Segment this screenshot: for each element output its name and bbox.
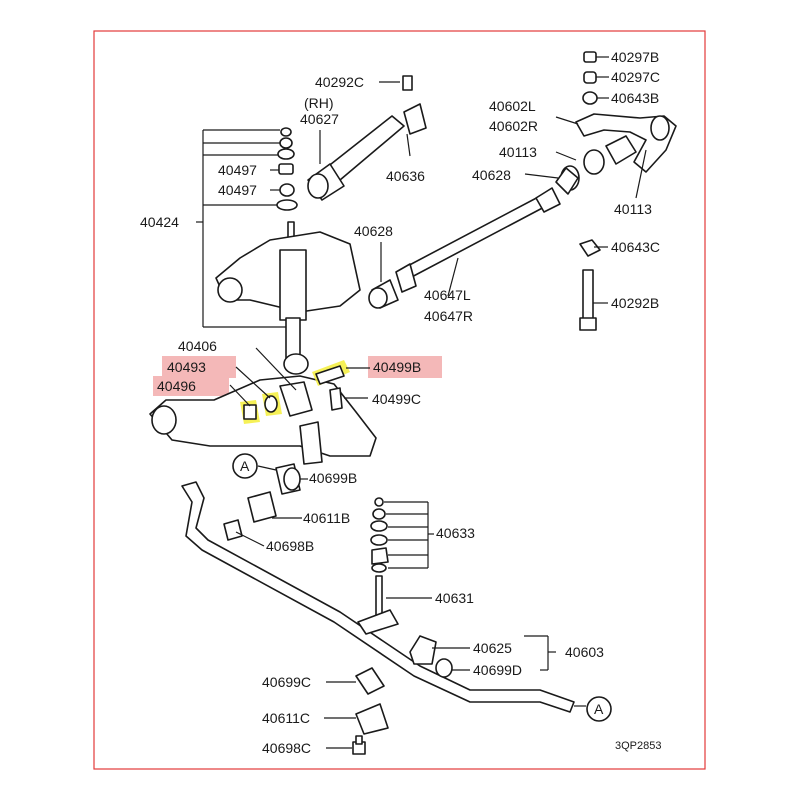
label-40292c: 40292C — [315, 74, 364, 90]
label-circle-a-bottom: A — [594, 701, 604, 717]
nut-40297c — [583, 71, 597, 84]
label-40643b: 40643B — [611, 90, 659, 106]
strut-bar-40636 — [307, 75, 427, 201]
label-40647l: 40647L — [424, 287, 471, 303]
label-40633: 40633 — [436, 525, 475, 541]
label-40698b: 40698B — [266, 538, 314, 554]
label-40628-a: 40628 — [472, 167, 511, 183]
label-40699d: 40699D — [473, 662, 522, 678]
washer-40643b — [582, 91, 598, 105]
tension-rod-body — [399, 193, 551, 281]
highlight-40493 — [162, 356, 236, 378]
label-40499c: 40499C — [372, 391, 421, 407]
bolt-40292b-group — [579, 239, 608, 331]
upper-arm-hardware — [582, 51, 609, 105]
label-40636: 40636 — [386, 168, 425, 184]
label-40647r: 40647R — [424, 308, 473, 324]
label-40699c: 40699C — [262, 674, 311, 690]
stabilizer-bar-body — [181, 481, 575, 713]
label-40496: 40496 — [157, 378, 196, 394]
highlight-40499b — [368, 356, 442, 378]
upper-arm-40602 — [524, 113, 677, 199]
label-40493: 40493 — [167, 359, 206, 375]
label-40698c: 40698C — [262, 740, 311, 756]
link-rod — [375, 575, 383, 617]
label-40602l: 40602L — [489, 98, 536, 114]
bottom-left-hardware — [324, 667, 389, 755]
nut-40297b — [583, 51, 597, 63]
label-40424: 40424 — [140, 214, 179, 230]
circle-a-bottom — [586, 696, 612, 722]
stabilizer-mounts — [223, 463, 308, 547]
shock-absorber — [215, 221, 361, 375]
label-40292b: 40292B — [611, 295, 659, 311]
label-40699b: 40699B — [309, 470, 357, 486]
diagram-frame — [93, 30, 706, 770]
circle-a-top — [232, 453, 258, 479]
label-40497-a: 40497 — [218, 162, 257, 178]
strut-hardware-stack — [196, 127, 298, 328]
label-40603: 40603 — [565, 644, 604, 660]
label-40627: 40627 — [300, 111, 339, 127]
upper-arm-bushing — [605, 135, 637, 165]
label-40499b: 40499B — [373, 359, 421, 375]
label-40113-b: 40113 — [614, 201, 652, 217]
label-40611b: 40611B — [303, 510, 350, 526]
label-40297c: 40297C — [611, 69, 660, 85]
label-40497-b: 40497 — [218, 182, 257, 198]
lower-arm-40406 — [149, 347, 377, 465]
bolt-40499c — [329, 387, 343, 411]
part-labels: 40297B 40297C 40643B 40292C (RH) 40627 4… — [140, 49, 661, 756]
label-40625: 40625 — [473, 640, 512, 656]
diagram-code: 3QP2853 — [615, 740, 661, 752]
label-40631: 40631 — [435, 590, 474, 606]
label-circle-a-top: A — [240, 458, 250, 474]
label-40297b: 40297B — [611, 49, 659, 65]
label-40113-a: 40113 — [499, 144, 537, 160]
highlight-40496 — [153, 376, 229, 396]
label-40406: 40406 — [178, 338, 217, 354]
label-40628-b: 40628 — [354, 223, 393, 239]
label-40643c: 40643C — [611, 239, 660, 255]
label-rh: (RH) — [304, 95, 334, 111]
stabilizer-bar-40603 — [181, 453, 612, 722]
stabilizer-link-40631 — [357, 497, 434, 635]
highlighted-parts — [229, 360, 370, 424]
label-40602r: 40602R — [489, 118, 538, 134]
tension-rod-40647 — [368, 187, 561, 309]
stabilizer-bushing-40625 — [409, 635, 556, 678]
label-40611c: 40611C — [262, 710, 310, 726]
